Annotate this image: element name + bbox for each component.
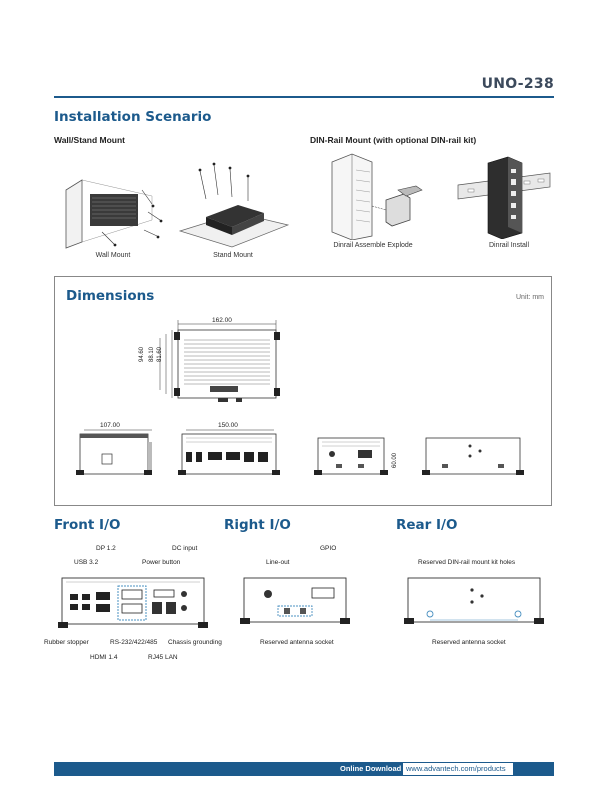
dimensions-unit: Unit: mm [516, 294, 544, 301]
dinrail-explode-figure [331, 153, 423, 240]
label-rj45: RJ45 LAN [148, 654, 178, 661]
dim-front-width: 150.00 [218, 422, 238, 429]
dim-height-a: 94.60 [139, 346, 145, 362]
wall-mount-caption: Wall Mount [95, 252, 131, 259]
label-rear-antenna: Reserved antenna socket [432, 639, 506, 646]
right-io-title: Right I/O [224, 517, 291, 533]
dim-height-b: 88.10 [149, 346, 155, 362]
label-dc-input: DC input [172, 545, 198, 552]
header-rule [54, 96, 554, 98]
rear-io-drawing [404, 577, 544, 624]
right-view-drawing [314, 437, 388, 475]
stand-mount-figure [178, 162, 290, 248]
dim-height-c: 81.60 [157, 346, 163, 362]
label-rs232: RS-232/422/485 [110, 639, 158, 646]
wall-mount-figure [65, 179, 163, 249]
label-dp: DP 1.2 [96, 545, 116, 552]
rear-view-drawing [422, 437, 524, 475]
label-rubber-stopper: Rubber stopper [44, 639, 89, 646]
front-io-title: Front I/O [54, 517, 121, 533]
right-io-drawing [240, 577, 350, 624]
dinrail-explode-caption: Dinrail Assemble Explode [333, 242, 413, 249]
stand-mount-caption: Stand Mount [213, 252, 253, 259]
dim-top-width: 162.00 [212, 317, 232, 324]
footer-url-link[interactable]: www.advantech.com/products [403, 763, 513, 775]
installation-title: Installation Scenario [54, 109, 212, 125]
dim-side-width: 107.00 [100, 422, 120, 429]
dimensions-title: Dimensions [66, 288, 155, 304]
din-rail-heading: DIN-Rail Mount (with optional DIN-rail k… [310, 135, 477, 145]
rear-io-title: Rear I/O [396, 517, 458, 533]
label-chassis-grounding: Chassis grounding [168, 639, 222, 646]
label-gpio: GPIO [320, 545, 337, 552]
label-right-antenna: Reserved antenna socket [260, 639, 334, 646]
label-usb: USB 3.2 [74, 559, 99, 566]
label-power-button: Power button [142, 559, 181, 566]
top-view-drawing [159, 320, 280, 402]
wall-stand-heading: Wall/Stand Mount [54, 135, 125, 145]
label-line-out: Line-out [266, 559, 290, 566]
dimensions-panel [54, 276, 552, 506]
label-hdmi: HDMI 1.4 [90, 654, 118, 661]
label-din-holes: Reserved DIN-rail mount kit holes [418, 559, 516, 566]
front-view-drawing [178, 429, 280, 475]
dinrail-install-figure [457, 156, 551, 239]
dinrail-install-caption: Dinrail Install [488, 242, 530, 249]
model-name: UNO-238 [481, 76, 554, 92]
dim-rear-height: 60.00 [392, 452, 398, 468]
side-view-drawing [76, 429, 152, 475]
footer-download: Online Download [340, 764, 402, 773]
front-io-drawing [58, 577, 208, 628]
